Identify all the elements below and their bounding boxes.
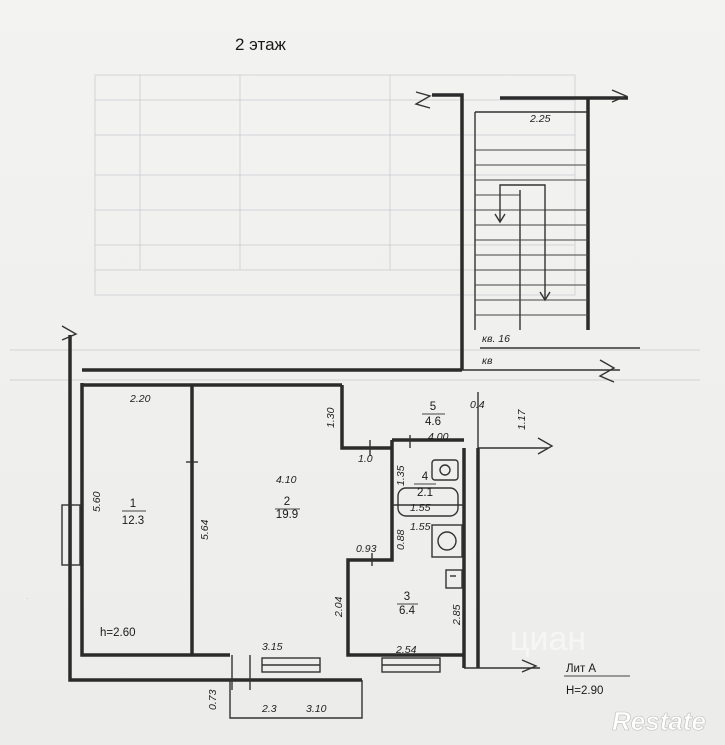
room-1-number: 1 [130,498,136,510]
dim-5-60: 5.60 [91,491,103,512]
dim-2-54: 2.54 [395,644,417,656]
room-labels: 1 12.3 2 19.9 3 6.4 4 2.1 5 4.6 [122,401,445,617]
room-3-number: 3 [404,591,410,603]
room-5-area: 4.6 [425,416,441,428]
room-5-number: 5 [430,401,436,413]
dim-1-55-bath: 1.55 [410,502,431,514]
bath-fixtures [397,459,463,589]
dim-1-0: 1.0 [358,453,373,465]
dim-0-4: 0.4 [470,399,485,411]
stair-steps [475,149,588,316]
dim-2-20: 2.20 [129,393,151,405]
dim-0-93: 0.93 [356,543,377,555]
ceiling-height: h=2.60 [100,627,136,639]
brand-logo: Restate [612,706,706,736]
room-2-number: 2 [284,496,290,508]
dim-2-3: 2.3 [261,703,277,715]
door-marks [186,435,411,566]
room-4-area: 2.1 [417,487,433,499]
dim-5-64: 5.64 [199,519,211,540]
building-height: Н=2.90 [566,685,603,697]
dim-3-10: 3.10 [306,703,327,715]
lit-label: Лит А [566,663,596,675]
dim-1-30: 1.30 [325,407,337,428]
dim-2-04: 2.04 [333,596,345,618]
svg-text:·: · [22,597,32,600]
windows [61,504,441,690]
floor-title: 2 этаж [235,35,287,54]
dim-1-17: 1.17 [516,408,528,430]
dim-1-35: 1.35 [395,465,407,486]
dim-3-15: 3.15 [262,641,283,653]
bleed-through-table [10,74,700,381]
watermark-cian: циан [510,620,586,658]
room-2-area: 19.9 [276,509,298,521]
room-4-number: 4 [422,471,429,483]
balcony [229,680,363,719]
staircase: кв. 16 кв 2.25 [414,89,640,383]
dim-1-55-kitchen: 1.55 [410,521,431,533]
dim-0-88: 0.88 [395,529,407,550]
dim-2-25: 2.25 [529,113,551,125]
room-3-area: 6.4 [399,605,416,617]
dim-0-73: 0.73 [207,689,219,710]
apartment-walls [61,325,554,682]
dim-2-85: 2.85 [451,604,463,626]
dimension-labels: 2.20 5.60 5.64 4.10 1.30 1.0 4.00 1.35 1… [91,393,528,715]
dim-4-00: 4.00 [428,431,449,443]
stair-label-kv16: кв. 16 [482,333,510,345]
stair-label-kv: кв [482,355,493,367]
room-1-area: 12.3 [122,515,144,527]
dim-4-10: 4.10 [276,474,297,486]
